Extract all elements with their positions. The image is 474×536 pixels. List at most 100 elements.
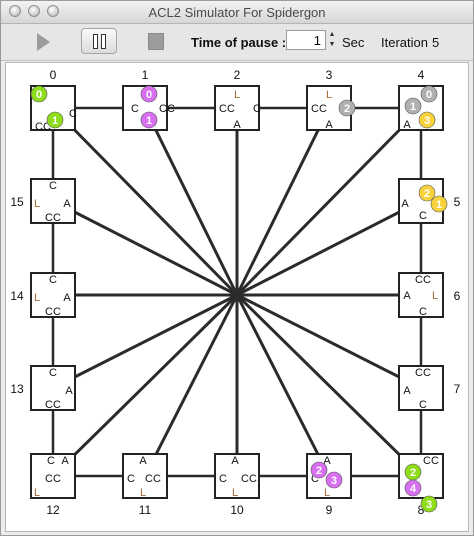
packet-token: 1: [430, 195, 448, 213]
packet-circle: [418, 111, 436, 129]
time-of-pause-label: Time of pause :: [191, 35, 287, 50]
port-label: C: [49, 367, 57, 379]
iteration-label: Iteration: [381, 35, 428, 50]
port-label: A: [403, 119, 411, 131]
pause-icon-bar: [101, 34, 106, 49]
node-id-label: 11: [139, 503, 152, 517]
spoke-link: [73, 293, 239, 456]
port-label: A: [403, 290, 411, 302]
port-label: A: [63, 198, 71, 210]
spoke-link: [235, 128, 401, 297]
packet-token: 0: [30, 85, 48, 103]
packet-token: 2: [338, 99, 356, 117]
stepper-down-icon[interactable]: ▼: [328, 41, 336, 48]
ring-links: [51, 106, 423, 478]
port-label: L: [232, 487, 238, 499]
router-box: [30, 365, 76, 411]
packet-label: 2: [410, 467, 416, 479]
iteration-value: 5: [431, 35, 440, 50]
node-id-label: 8: [418, 503, 425, 517]
port-label: C: [47, 455, 55, 467]
port-label: CC: [45, 306, 61, 318]
packet-label: 0: [146, 89, 152, 101]
node-id-label: 0: [50, 68, 57, 82]
port-label: CC: [159, 103, 175, 115]
window-title: ACL2 Simulator For Spidergon: [148, 5, 326, 20]
port-label: L: [234, 89, 240, 101]
packet-token: 1: [140, 111, 158, 129]
port-label: C: [69, 108, 77, 120]
packet-circle: [420, 85, 438, 103]
pause-button[interactable]: [81, 28, 117, 54]
packet-token: 2: [418, 184, 436, 202]
port-label: CC: [45, 212, 61, 224]
port-label: CC: [415, 274, 431, 286]
stepper-up-icon[interactable]: ▲: [328, 31, 336, 38]
port-label: L: [326, 89, 332, 101]
router-box: [214, 453, 260, 499]
packet-circle: [46, 111, 64, 129]
packet-circle: [30, 85, 48, 103]
port-label: C: [131, 103, 139, 115]
packet-label: 2: [424, 188, 430, 200]
port-label: A: [401, 198, 409, 210]
zoom-window-button[interactable]: [47, 5, 59, 17]
port-label: C: [419, 399, 427, 411]
packet-label: 0: [426, 89, 432, 101]
router-box: [398, 272, 444, 318]
spoke-link: [236, 210, 400, 297]
node-id-label: 15: [10, 195, 24, 209]
port-label: L: [34, 198, 40, 210]
port-label: A: [61, 455, 69, 467]
time-of-pause-input[interactable]: [286, 30, 326, 50]
port-label: A: [139, 455, 147, 467]
port-label: A: [233, 119, 241, 131]
port-label: A: [231, 455, 239, 467]
packet-circle: [418, 184, 436, 202]
play-button[interactable]: [23, 28, 59, 54]
node-id-label: 4: [418, 68, 425, 82]
play-icon: [37, 33, 50, 51]
time-of-pause-stepper[interactable]: ▲ ▼: [327, 30, 337, 50]
node-id-label: 7: [454, 382, 461, 396]
seconds-unit-label: Sec: [342, 35, 365, 50]
minimize-window-button[interactable]: [28, 5, 40, 17]
packet-label: 2: [316, 465, 322, 477]
router-box: [122, 453, 168, 499]
node-id-label: 3: [326, 68, 333, 82]
packet-label: 1: [52, 115, 58, 127]
packet-label: 0: [36, 89, 42, 101]
spoke-link: [235, 294, 320, 455]
node-id-label: 13: [10, 382, 24, 396]
stop-button[interactable]: [137, 28, 173, 54]
title-bar[interactable]: ACL2 Simulator For Spidergon: [1, 1, 473, 24]
port-label: C: [419, 306, 427, 318]
port-label: CC: [35, 121, 51, 133]
packet-token: 2: [404, 463, 422, 481]
port-label: L: [34, 487, 40, 499]
close-window-button[interactable]: [9, 5, 21, 17]
spoke-link: [74, 210, 238, 297]
port-label: CC: [45, 473, 61, 485]
port-label: CC: [423, 455, 439, 467]
port-label: A: [325, 119, 333, 131]
port-label: L: [324, 487, 330, 499]
node-id-label: 6: [454, 289, 461, 303]
packet-label: 1: [410, 101, 416, 113]
port-label: C: [127, 473, 135, 485]
port-label: CC: [241, 473, 257, 485]
router-box: [214, 85, 260, 131]
port-label: C: [419, 210, 427, 222]
packet-label: 3: [426, 499, 432, 511]
stop-icon: [148, 33, 164, 50]
